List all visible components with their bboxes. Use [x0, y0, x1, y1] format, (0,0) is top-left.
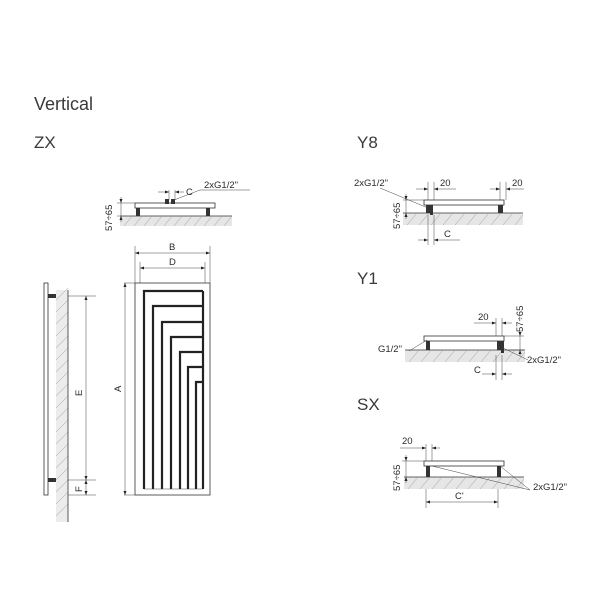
y1-wall: [405, 350, 525, 362]
y1-dim-c: C: [474, 365, 481, 376]
sx-bracket-right: [497, 466, 501, 477]
y1-label-g12: G1/2": [378, 344, 402, 355]
zx-side-wall: [56, 290, 68, 522]
zx-side-view: E F: [43, 282, 96, 522]
y8-bracket-left: [426, 205, 431, 213]
sx-bracket-left: [426, 466, 430, 477]
sx-label-2xg12: 2xG1/2": [533, 482, 567, 493]
y1-dim-20: 20: [478, 312, 489, 323]
section-label-y8: Y8: [357, 133, 378, 152]
sx-dim-c-prime: C': [455, 491, 464, 502]
sx-radiator-body: [423, 460, 505, 467]
y1-label-2xg12: 2xG1/2": [527, 355, 561, 366]
zx-dim-f: F: [74, 486, 85, 492]
zx-dim-c: C: [186, 187, 193, 198]
y8-radiator-body: [423, 199, 505, 206]
zx-front-tubes: [142, 289, 205, 490]
y1-radiator-body: [423, 335, 505, 342]
y8-bracket-right: [498, 205, 503, 213]
y8-wall: [403, 213, 523, 225]
zx-connection-a: [165, 199, 169, 204]
zx-top-view: C 2xG1/2" 57÷65: [104, 180, 250, 231]
zx-side-bracket-bottom: [48, 478, 56, 482]
y1-detail: 20 57÷65 G1/2" 2xG1/2" C: [378, 306, 561, 380]
zx-dim-d: D: [169, 257, 176, 268]
y1-bracket-right: [497, 341, 501, 350]
y1-bracket-left: [426, 341, 430, 350]
zx-bracket-right: [206, 208, 210, 216]
y1-connection: [501, 341, 504, 353]
zx-side-radiator: [43, 282, 49, 496]
y8-connection: [430, 205, 433, 215]
section-label-zx: ZX: [34, 133, 56, 152]
zx-dim-b: B: [169, 242, 175, 253]
zx-side-bracket-top: [48, 294, 56, 298]
y8-dim-c: C: [444, 229, 451, 240]
y8-dim-depth: 57÷65: [392, 203, 403, 229]
y8-dim-20-right: 20: [512, 178, 523, 189]
sx-wall: [404, 477, 524, 489]
section-label-sx: SX: [357, 395, 380, 414]
y1-dim-depth: 57÷65: [515, 306, 526, 332]
y8-detail: 20 20 2xG1/2" 57÷65 C: [354, 178, 524, 245]
zx-label-2xg12: 2xG1/2": [204, 180, 238, 191]
y8-wall-hatch: [406, 212, 524, 226]
section-label-y1: Y1: [357, 269, 378, 288]
zx-front-frame: [134, 282, 211, 496]
y8-dim-20-left: 20: [440, 178, 451, 189]
title-vertical: Vertical: [34, 94, 93, 114]
zx-wall-hatch: [123, 215, 233, 227]
sx-dim-depth: 57÷65: [392, 465, 403, 491]
zx-connection-b: [171, 199, 175, 204]
zx-dim-e: E: [74, 390, 85, 396]
y1-wall-hatch: [408, 349, 526, 363]
zx-side-wall-hatch: [55, 287, 69, 517]
zx-dim-a: A: [113, 385, 124, 392]
sx-dim-20: 20: [402, 436, 413, 447]
sx-detail: 20 57÷65 2xG1/2" C': [392, 436, 567, 508]
zx-front-view: A B D: [113, 242, 211, 496]
y8-label-2xg12: 2xG1/2": [354, 178, 388, 189]
zx-wall: [120, 216, 232, 226]
zx-bracket-left: [136, 208, 140, 216]
sx-wall-hatch: [407, 476, 525, 490]
zx-dim-depth: 57÷65: [104, 205, 115, 231]
